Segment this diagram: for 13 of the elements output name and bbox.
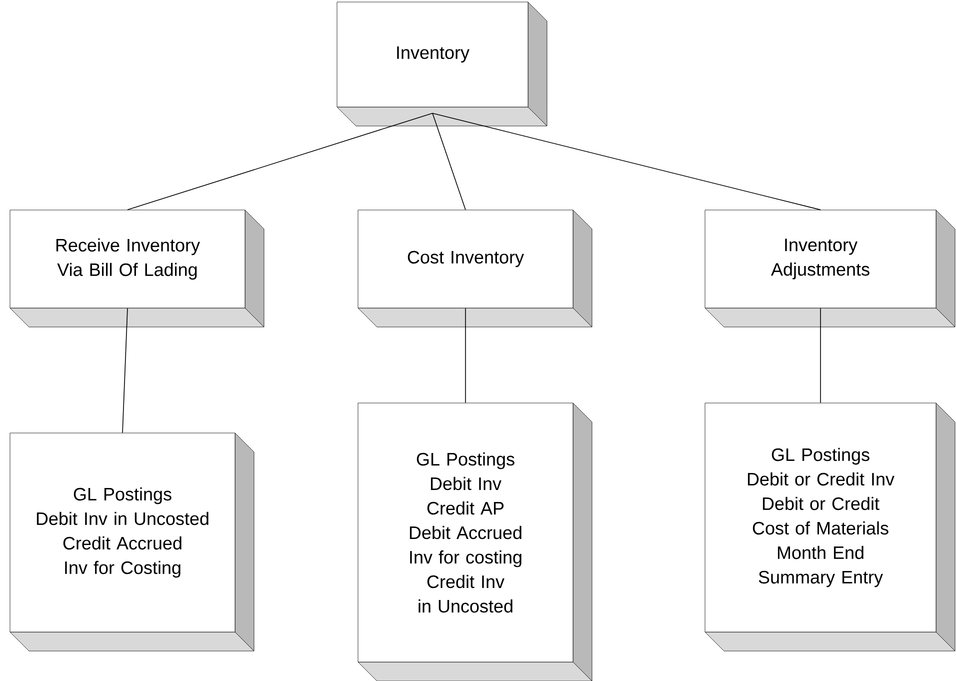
box: GL Postings Debit Inv Credit AP Debit Accrued Inv for costing Credit Inv in Uncosted bbox=[358, 402, 592, 681]
connector-line bbox=[122, 308, 128, 434]
box: Inventory bbox=[336, 2, 548, 126]
box: Cost Inventory bbox=[358, 210, 592, 328]
box: GL Postings Debit Inv in Uncosted Credit Accrued Inv for Costing bbox=[10, 432, 254, 652]
connector-line bbox=[465, 308, 466, 404]
box: GL Postings Debit or Credit Inv Debit or Credit Cost of Materials Month End Summary Entry bbox=[704, 402, 956, 652]
connector-line bbox=[127, 112, 433, 210]
box: Inventory Adjustments bbox=[704, 210, 956, 328]
connector-line bbox=[820, 308, 821, 404]
connector-line bbox=[432, 112, 466, 210]
connector-line bbox=[432, 112, 821, 210]
box: Receive Inventory Via Bill Of Lading bbox=[10, 210, 264, 328]
